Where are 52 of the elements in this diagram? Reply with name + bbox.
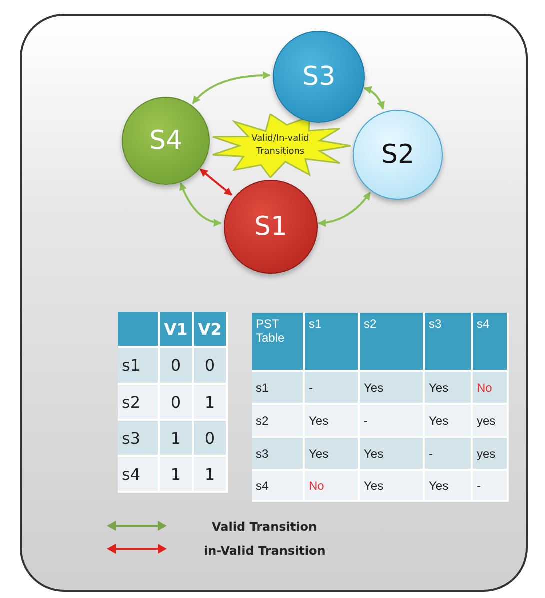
table-cell: 0 <box>194 421 228 457</box>
table-cell: 1 <box>194 457 228 493</box>
table-cell: Yes <box>425 471 473 502</box>
state-label: S2 <box>381 140 415 170</box>
table-cell: - <box>360 405 425 438</box>
burst-label: Valid/In-valid Transitions <box>250 132 310 159</box>
table-cell: Yes <box>305 438 360 471</box>
table-cell: s2 <box>118 385 160 421</box>
column-header: V1 <box>160 312 194 348</box>
table-cell: s1 <box>252 372 305 405</box>
transition-arrow <box>192 72 271 104</box>
table-cell: yes <box>473 405 509 438</box>
column-header: PST Table <box>252 313 305 372</box>
state-label: S3 <box>302 62 336 92</box>
table-cell: yes <box>473 438 509 471</box>
table-cell: Yes <box>305 405 360 438</box>
table-cell: s4 <box>252 471 305 502</box>
legend-label: Valid Transition <box>212 520 318 534</box>
table-cell: s2 <box>252 405 305 438</box>
table-cell: 1 <box>160 457 194 493</box>
column-header: s2 <box>360 313 425 372</box>
table-cell: - <box>425 438 473 471</box>
transition-arrow <box>180 182 222 227</box>
table-cell: Yes <box>360 372 425 405</box>
table-cell: 0 <box>194 348 228 385</box>
column-header: s3 <box>425 313 473 372</box>
legend-label: in-Valid Transition <box>204 544 326 558</box>
starburst <box>210 114 351 178</box>
table-cell: 0 <box>160 348 194 385</box>
table-cell: No <box>305 471 360 502</box>
table-cell: - <box>473 471 509 502</box>
table-cell: 1 <box>160 421 194 457</box>
table-cell: s3 <box>118 421 160 457</box>
column-header: s1 <box>305 313 360 372</box>
transition-arrow <box>364 86 385 110</box>
table-cell: Yes <box>425 405 473 438</box>
table-cell: No <box>473 372 509 405</box>
table-cell: s4 <box>118 457 160 493</box>
table-cell: - <box>305 372 360 405</box>
column-header: s4 <box>473 313 509 372</box>
column-header: V2 <box>194 312 228 348</box>
transition-arrow <box>318 192 372 227</box>
state-label: S1 <box>254 212 288 242</box>
table-cell: 1 <box>194 385 228 421</box>
table-cell: s3 <box>252 438 305 471</box>
transition-arrow <box>200 168 232 196</box>
table-cell: s1 <box>118 348 160 385</box>
table-cell: Yes <box>360 438 425 471</box>
table-cell: Yes <box>425 372 473 405</box>
table-cell: Yes <box>360 471 425 502</box>
state-label: S4 <box>149 126 183 156</box>
table-cell: 0 <box>160 385 194 421</box>
